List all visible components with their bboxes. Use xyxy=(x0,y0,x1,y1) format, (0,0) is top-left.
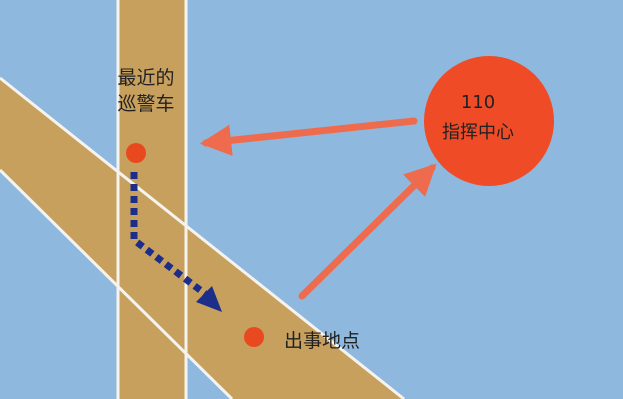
police-car-label-line2: 巡警车 xyxy=(117,92,175,115)
incident-label: 出事地点 xyxy=(284,330,361,352)
route-arrowhead xyxy=(196,286,222,312)
incident-marker xyxy=(244,327,264,347)
road-edge-line xyxy=(0,168,234,399)
police-car-marker xyxy=(126,143,146,163)
command-center-name: 指挥中心 xyxy=(442,121,514,143)
command-center-circle xyxy=(424,56,554,186)
road-edge-line xyxy=(0,76,405,399)
arrow-incident-to-center xyxy=(298,163,437,300)
police-car-label: 最近的 巡警车 xyxy=(86,66,206,117)
roads xyxy=(0,0,405,399)
police-car-label-line1: 最近的 xyxy=(117,67,175,89)
command-center-number: 110 xyxy=(460,92,496,113)
arrow-center-to-police xyxy=(199,117,418,157)
command-center-label: 110 指挥中心 xyxy=(408,88,548,147)
